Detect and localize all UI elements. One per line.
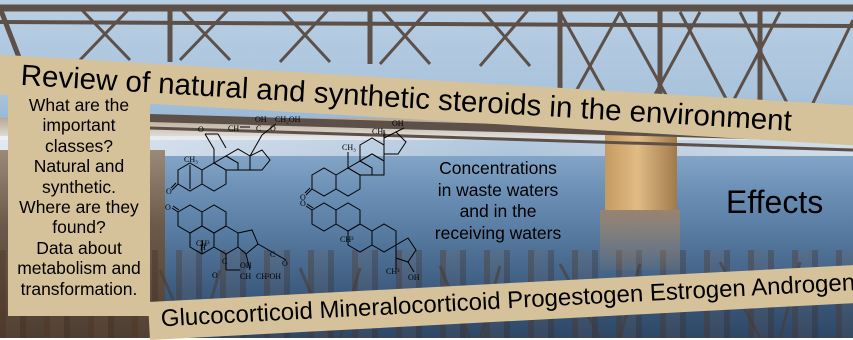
left-info-panel: What are the important classes? Natural …: [8, 92, 150, 316]
label-ch-1: CH: [228, 124, 239, 133]
pier-reflection: [600, 210, 680, 270]
label-c-2: C: [222, 257, 227, 266]
label-o-2: O: [270, 124, 276, 133]
left-panel-line: important: [42, 115, 116, 136]
label-ch2oh-2: CH²OH: [256, 272, 281, 281]
label-o-6: O: [212, 271, 218, 280]
effects-label: Effects: [726, 184, 824, 220]
concentrations-text: Concentrations in waste waters and in th…: [418, 158, 578, 244]
label-o-8: O: [300, 199, 306, 208]
concentrations-line: Concentrations: [439, 158, 557, 178]
label-ch3-4: CH³: [196, 239, 210, 248]
label-o-3: O: [166, 187, 172, 196]
label-ch3-3: CH₃: [342, 143, 356, 152]
steroid-molecule-2: [304, 127, 407, 197]
left-panel-line: Data about: [36, 237, 122, 258]
concentrations-line: and in the: [459, 201, 537, 221]
left-panel-line: classes?: [44, 135, 114, 156]
left-panel-line: What are the: [28, 95, 130, 115]
label-o-5: O: [165, 203, 171, 212]
label-o-1: O: [198, 125, 204, 134]
label-ch3-5: CH³: [340, 235, 354, 244]
label-oh-4: OH: [408, 273, 420, 282]
label-ch3-1: CH₃: [184, 155, 198, 164]
label-ch3-6: CH³: [386, 267, 400, 276]
steroid-molecule-1: [170, 123, 277, 192]
left-panel-line: Natural and: [33, 156, 125, 177]
steroid-molecule-3: [171, 204, 287, 271]
left-panel-line: synthetic.: [42, 176, 116, 197]
left-panel-line: found?: [52, 217, 106, 238]
label-ch2oh-1: CH₂OH: [275, 115, 301, 124]
label-ch3-2: CH₃: [372, 127, 386, 136]
label-o-4: O: [300, 193, 306, 202]
label-c-1: C: [256, 124, 261, 133]
left-panel-line: transformation.: [20, 278, 138, 299]
label-ch-2: CH: [240, 272, 251, 281]
label-o-7: O: [282, 259, 288, 268]
label-oh-2: OH: [392, 119, 404, 128]
label-c-3: C: [270, 250, 275, 259]
label-oh-1: OH: [255, 115, 267, 124]
label-h-1: H: [200, 243, 206, 252]
concentrations-line: in waste waters: [437, 179, 559, 200]
left-panel-line: Where are they: [19, 197, 139, 218]
concentrations-line: receiving waters: [434, 222, 562, 243]
label-oh-3: OH: [240, 261, 252, 270]
steroid-molecule-4: [305, 202, 417, 273]
left-panel-line: metabolism and: [17, 258, 141, 279]
